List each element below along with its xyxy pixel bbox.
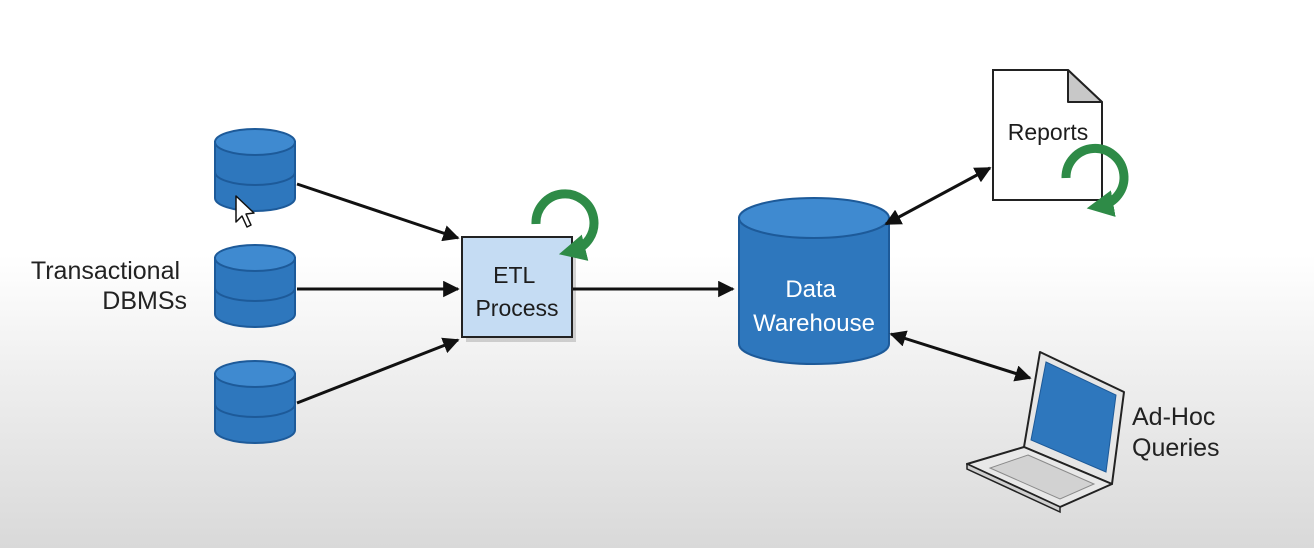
database-icon	[214, 360, 296, 444]
sources-label: Transactional DBMSs	[31, 257, 187, 315]
etl-label: ETL Process	[475, 262, 558, 321]
refresh-icon	[531, 189, 599, 261]
cursor-icon	[235, 195, 255, 228]
arrow-warehouse-reports	[884, 166, 992, 226]
document-icon	[992, 69, 1103, 201]
source-database-2	[214, 244, 296, 328]
reports-document: Reports	[992, 69, 1103, 201]
adhoc-label: Ad-Hoc Queries	[1132, 403, 1222, 462]
reports-label: Reports	[1008, 119, 1089, 145]
warehouse-label: Data Warehouse	[753, 276, 875, 337]
database-icon	[214, 244, 296, 328]
arrow-warehouse-adhoc	[889, 330, 1032, 382]
etl-process-box: ETL Process	[461, 236, 576, 342]
arrow-source3-etl	[296, 337, 460, 405]
refresh-icon	[1061, 144, 1129, 217]
database-icon	[214, 128, 296, 212]
source-database-1	[214, 128, 296, 212]
laptop-icon	[966, 351, 1125, 514]
source-database-3	[214, 360, 296, 444]
arrow-source1-etl	[296, 182, 460, 242]
data-warehouse: Data Warehouse	[738, 197, 890, 365]
